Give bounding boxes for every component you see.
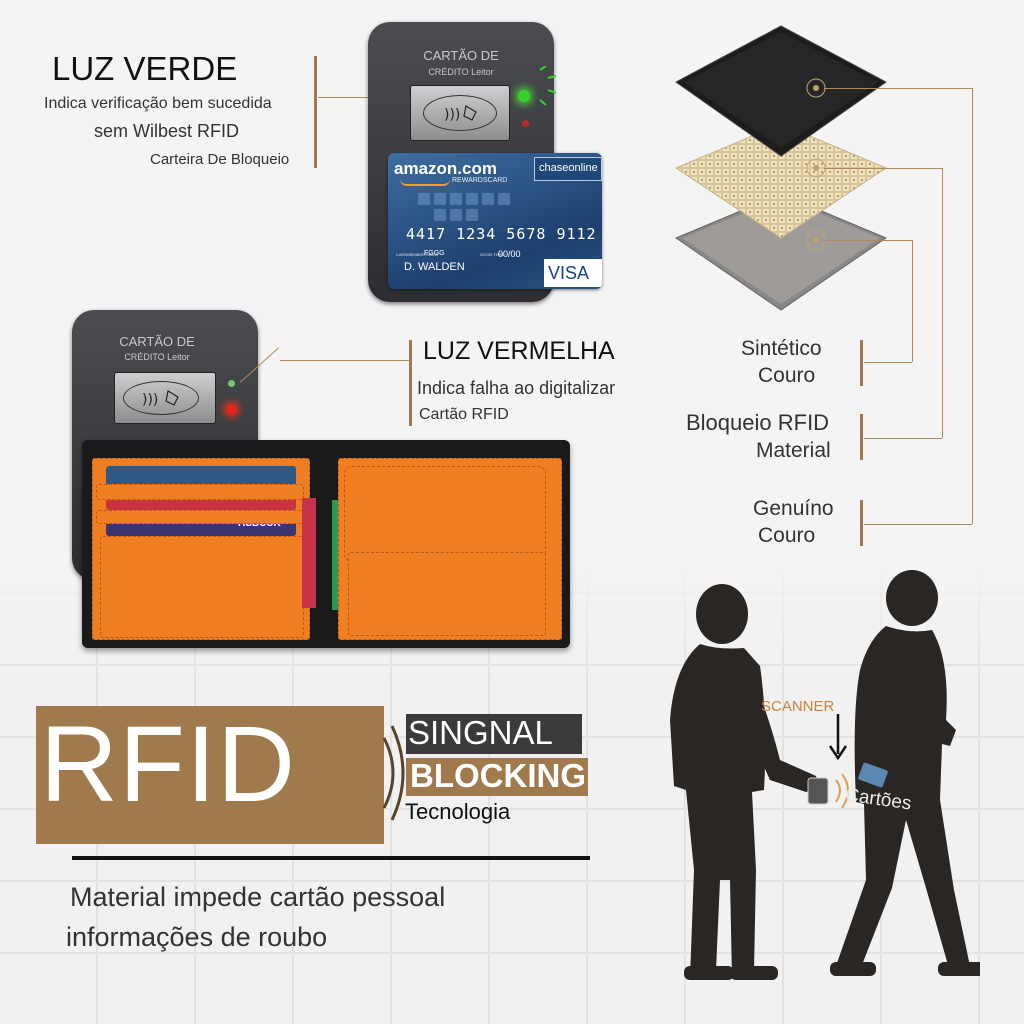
red-light-line2: Cartão RFID (419, 406, 509, 423)
card-issuer-box: chaseonline (534, 157, 602, 181)
card-network: VISA (548, 263, 590, 283)
green-light-line3: Carteira De Bloqueio (150, 151, 290, 168)
card-brand: amazon.com (394, 159, 497, 178)
card-expiry: 00/00 (498, 249, 521, 259)
svg-text:))): ))) (444, 107, 460, 123)
blocking-box (406, 758, 588, 796)
wallet-left-pocket-3 (100, 536, 304, 638)
reader-label: CARTÃO DE (423, 48, 499, 63)
card-holder: D. WALDEN (404, 261, 465, 273)
connector-genuine-h2 (864, 362, 912, 363)
red-light-pointer (280, 360, 410, 361)
credit-card: amazon.com REWARDSCARD chaseonline 4417 … (388, 153, 602, 289)
signal-text: SINGNAL (408, 714, 553, 751)
contactless-icon: ))) (423, 95, 497, 131)
genuine-divider (860, 500, 863, 546)
coin-pocket (348, 552, 546, 636)
signal-box (406, 714, 582, 754)
card-issuer: chaseonline (539, 162, 598, 174)
stolen-card-icon (858, 762, 888, 788)
blocking-text: BLOCKING (410, 757, 586, 794)
thief-silhouette (670, 584, 820, 980)
tagline-line1: Material impede cartão pessoal (70, 882, 446, 912)
green-light-line1: Indica verificação bem sucedida (44, 95, 272, 112)
synthetic-divider (860, 340, 863, 386)
rfid-banner-box (36, 706, 384, 844)
connector-genuine-v (912, 240, 913, 362)
connector-rfid-h2 (864, 438, 942, 439)
red-light-line1: Indica falha ao digitalizar (417, 378, 616, 398)
connector-rfid-h1 (824, 168, 942, 169)
pickpocket-scene (670, 570, 980, 980)
red-light-title: LUZ VERMELHA (423, 337, 615, 365)
genuine-label-1: Genuíno (753, 497, 834, 520)
wallet-left-pocket-1 (96, 484, 304, 500)
reader-scan-pad: ))) (410, 85, 510, 141)
card-rewards: REWARDSCARD (452, 177, 508, 184)
card-network-box: VISA (544, 259, 602, 287)
rfid-label-1: Bloqueio RFID (686, 410, 830, 435)
wallet-left-pocket-2 (96, 510, 304, 524)
tagline-line2: informações de roubo (66, 922, 328, 952)
connector-rfid-v (942, 168, 943, 438)
card-number: 4417 1234 5678 9112 (406, 225, 597, 243)
green-light-line2: sem Wilbest RFID (94, 121, 240, 141)
wallet-card-slot-1 (106, 466, 296, 486)
rfid-banner-text: RFID (40, 703, 296, 824)
card-since: FGGG (424, 250, 445, 257)
tech-text: Tecnologia (405, 799, 511, 824)
svg-text:))): ))) (142, 392, 158, 408)
red-led-off (522, 120, 529, 127)
reader-scan-pad: ))) (114, 372, 216, 424)
green-led (518, 90, 530, 102)
connector-synthetic-h2 (864, 524, 972, 525)
green-light-title: LUZ VERDE (52, 50, 238, 87)
banner-underline (72, 856, 590, 860)
material-layers (674, 25, 888, 311)
rfid-blocking-layer (674, 123, 888, 239)
amazon-smile-icon (400, 179, 450, 186)
rfid-label-2: Material (756, 439, 831, 462)
contactless-icon: ))) (123, 381, 199, 415)
wallet-card-red (302, 498, 316, 608)
connector-genuine-h1 (824, 240, 912, 241)
green-led-off (228, 380, 235, 387)
reader-sublabel: CRÉDITO Leitor (428, 67, 494, 77)
glow-rays-icon (539, 66, 556, 106)
connector-synthetic-h1 (824, 88, 972, 89)
genuine-label-2: Couro (758, 524, 816, 547)
coin-pocket-flap (344, 466, 546, 562)
scanner-device (807, 777, 829, 805)
card-member-label: CARDMEMBER SINCE (396, 252, 439, 257)
victim-silhouette (830, 570, 980, 976)
reader-sublabel: CRÉDITO Leitor (124, 352, 190, 362)
synthetic-label-1: Sintético (741, 337, 822, 360)
rfid-wallet: HSBCUK (82, 440, 570, 648)
scanner-arrow-icon (828, 714, 848, 761)
connector-synthetic-v (972, 88, 973, 524)
signal-waves-icon (382, 725, 405, 821)
card-valid-label: GOOD THRU (480, 252, 505, 257)
rfid-divider (860, 414, 863, 460)
green-light-divider (314, 56, 317, 168)
scanner-label: SCANNER (761, 698, 835, 715)
cart-graphic-icon (418, 193, 510, 221)
synthetic-label-2: Couro (758, 364, 816, 387)
red-light-divider (409, 340, 412, 426)
red-led (226, 404, 237, 415)
reader-label: CARTÃO DE (119, 334, 195, 349)
